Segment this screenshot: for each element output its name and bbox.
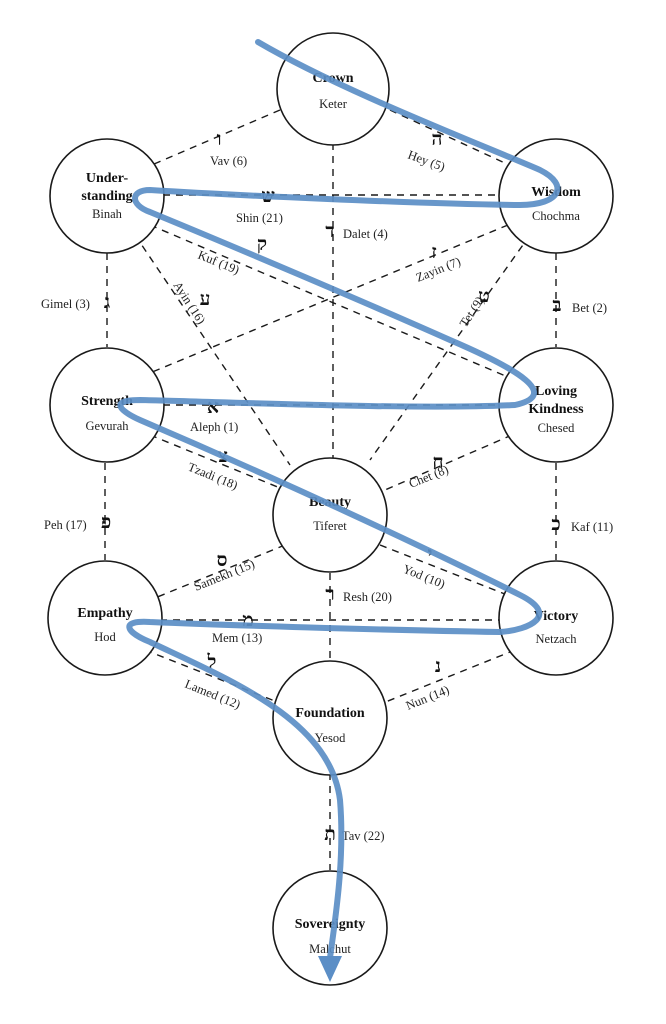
node-lovingkindness-name-1: Loving bbox=[535, 384, 577, 399]
letter-ayin: ע bbox=[200, 288, 211, 310]
letter-resh: ר bbox=[325, 583, 334, 605]
path-beauty-empathy bbox=[149, 544, 286, 601]
node-understanding-name-2: standing bbox=[81, 189, 132, 204]
label-tzadi: Tzadi (18) bbox=[186, 460, 240, 493]
letter-hey: ה bbox=[432, 128, 443, 150]
flow-overlay bbox=[117, 39, 561, 982]
node-empathy-name: Empathy bbox=[77, 606, 132, 621]
node-victory bbox=[498, 560, 614, 676]
label-mem: Mem (13) bbox=[212, 631, 262, 645]
letter-dalet: ד bbox=[325, 220, 334, 242]
node-foundation-sub: Yesod bbox=[315, 731, 346, 745]
letter-tet: ט bbox=[478, 285, 489, 307]
node-strength bbox=[49, 347, 165, 463]
letter-bet: ב bbox=[552, 294, 561, 316]
letter-chet: ח bbox=[432, 451, 443, 473]
letter-lamed: ל bbox=[207, 651, 217, 673]
label-shin: Shin (21) bbox=[236, 211, 283, 225]
node-foundation-name: Foundation bbox=[295, 706, 364, 721]
label-resh: Resh (20) bbox=[343, 590, 392, 604]
label-peh: Peh (17) bbox=[44, 518, 87, 532]
label-vav: Vav (6) bbox=[210, 154, 247, 168]
letter-tav: ת bbox=[324, 823, 336, 845]
letter-samekh: ס bbox=[217, 549, 228, 571]
node-crown bbox=[276, 32, 390, 146]
node-understanding-name-1: Under- bbox=[86, 171, 129, 186]
label-dalet: Dalet (4) bbox=[343, 227, 388, 241]
flow-line bbox=[117, 39, 561, 961]
label-bet: Bet (2) bbox=[572, 301, 607, 315]
letter-peh: פ bbox=[101, 511, 111, 533]
label-kuf: Kuf (19) bbox=[196, 248, 241, 277]
path-wisdom-strength bbox=[144, 219, 521, 376]
node-empathy-sub: Hod bbox=[94, 630, 116, 644]
label-gimel: Gimel (3) bbox=[41, 297, 90, 311]
node-sovereignty bbox=[272, 870, 388, 986]
path-crown-wisdom bbox=[389, 109, 521, 171]
letter-vav: ו bbox=[217, 128, 222, 150]
label-tav: Tav (22) bbox=[342, 829, 385, 843]
letter-kuf: ק bbox=[257, 233, 267, 255]
letter-zayin: ז bbox=[431, 241, 436, 263]
label-aleph: Aleph (1) bbox=[190, 420, 238, 434]
node-understanding-sub: Binah bbox=[92, 207, 123, 221]
label-chet: Chet (8) bbox=[407, 462, 451, 490]
path-understanding-lovingkindness bbox=[149, 224, 516, 381]
node-sovereignty-name: Sovereignty bbox=[295, 917, 366, 932]
label-yod: Yod (10) bbox=[401, 562, 447, 592]
letter-kaf: כ bbox=[551, 513, 560, 535]
node-empathy bbox=[47, 560, 163, 676]
node-understanding bbox=[49, 138, 165, 254]
node-lovingkindness-sub: Chesed bbox=[538, 421, 576, 435]
node-foundation bbox=[272, 660, 388, 776]
letter-gimel: ג bbox=[104, 291, 110, 313]
label-zayin: Zayin (7) bbox=[414, 254, 463, 285]
node-crown-sub: Keter bbox=[319, 97, 348, 111]
node-beauty bbox=[272, 457, 388, 573]
node-victory-sub: Netzach bbox=[536, 632, 578, 646]
label-tet: Tet (9) bbox=[457, 294, 487, 330]
node-beauty-sub: Tiferet bbox=[313, 519, 347, 533]
sefirot-nodes bbox=[47, 32, 614, 986]
path-victory-foundation bbox=[377, 649, 516, 706]
node-wisdom-sub: Chochma bbox=[532, 209, 580, 223]
letter-nun: נ bbox=[435, 655, 441, 677]
node-victory-name: Victory bbox=[534, 609, 579, 624]
path-lovingkindness-beauty bbox=[384, 434, 513, 491]
label-nun: Nun (14) bbox=[404, 683, 451, 713]
label-kaf: Kaf (11) bbox=[571, 520, 613, 534]
letter-mem: מ bbox=[242, 609, 253, 631]
path-beauty-victory bbox=[379, 544, 516, 599]
label-hey: Hey (5) bbox=[406, 148, 447, 174]
path-strength-beauty bbox=[149, 434, 286, 491]
flow-arrowhead bbox=[318, 956, 342, 982]
node-lovingkindness-name-2: Kindness bbox=[528, 402, 584, 417]
node-strength-sub: Gevurah bbox=[85, 419, 129, 433]
